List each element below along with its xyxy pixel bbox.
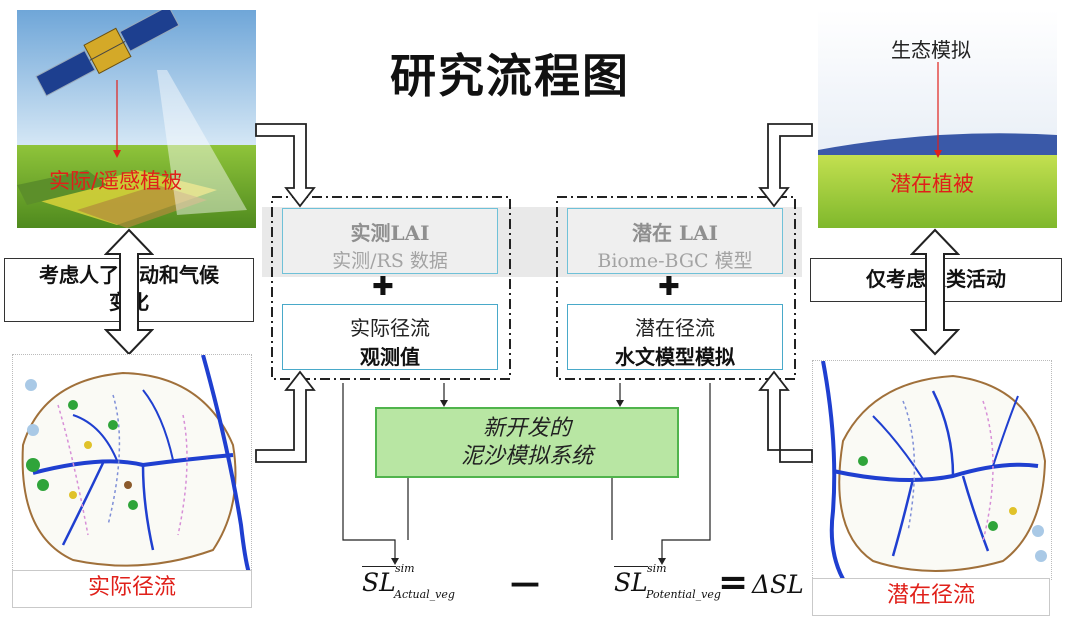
potential-runoff-caption-text: 潜在径流 — [886, 583, 975, 608]
formula-minus: — — [510, 566, 540, 601]
sediment-model-line1: 新开发的 — [482, 416, 571, 441]
sediment-model-box: 新开发的 泥沙模拟系统 — [375, 407, 679, 478]
landscape-illustration — [818, 10, 1057, 228]
potential-lai-title: 潜在 LAI — [632, 221, 718, 245]
vegetation-label: 实际/遥感植被 — [49, 169, 183, 193]
potential-runoff-box: 潜在径流 水文模型模拟 — [567, 304, 783, 370]
left-dashed-frame — [271, 196, 511, 380]
formula-actual-sl: SL — [362, 566, 396, 597]
potential-vegetation-label: 潜在植被 — [890, 172, 974, 196]
actual-runoff-caption-text: 实际径流 — [87, 575, 176, 600]
formula-equals: = — [718, 562, 749, 603]
formula-delta-sl: ΔSL — [752, 570, 804, 599]
actual-runoff-box: 实际径流 观测值 — [282, 304, 498, 370]
left-double-arrow — [104, 228, 154, 356]
left-plus-icon: ✚ — [372, 272, 394, 302]
potential-runoff-caption: 潜在径流 — [812, 578, 1050, 616]
formula-potential-sup: sim — [647, 562, 667, 575]
sediment-model-line2: 泥沙模拟系统 — [460, 444, 593, 469]
formula-actual-sub: Actual_veg — [394, 588, 455, 601]
ecological-simulation-label: 生态模拟 — [891, 38, 971, 62]
formula-potential: SL sim Potential_veg — [614, 562, 721, 606]
measured-lai-title: 实测LAI — [350, 221, 430, 245]
formula-actual: SL sim Actual_veg — [362, 562, 455, 606]
actual-runoff-observed: 观测值 — [360, 345, 420, 369]
potential-runoff-title: 潜在径流 — [635, 316, 715, 340]
formula-actual-sup: sim — [395, 562, 415, 575]
right-plus-icon: ✚ — [658, 272, 680, 302]
watershed-right-illustration — [821, 360, 1047, 580]
satellite-scene-illustration — [17, 10, 256, 228]
potential-runoff-model: 水文模型模拟 — [615, 345, 735, 369]
potential-vegetation-photo: 生态模拟 潜在植被 — [818, 10, 1057, 228]
page-title: 研究流程图 — [390, 49, 630, 103]
remote-sensing-photo: 实际/遥感植被 — [17, 10, 256, 228]
potential-lai-box: 潜在 LAI Biome-BGC 模型 — [567, 208, 783, 274]
right-double-arrow — [910, 228, 960, 356]
formula-potential-sub: Potential_veg — [646, 588, 721, 601]
right-dashed-frame — [556, 196, 796, 380]
measured-lai-box: 实测LAI 实测/RS 数据 — [282, 208, 498, 274]
actual-runoff-caption: 实际径流 — [12, 570, 252, 608]
formula-potential-sl: SL — [614, 566, 648, 597]
potential-runoff-map — [812, 360, 1052, 580]
watershed-left-illustration — [21, 354, 251, 574]
potential-lai-source: Biome-BGC 模型 — [597, 250, 753, 272]
actual-runoff-title: 实际径流 — [350, 316, 430, 340]
measured-lai-source: 实测/RS 数据 — [332, 250, 448, 272]
actual-runoff-map — [12, 354, 252, 574]
